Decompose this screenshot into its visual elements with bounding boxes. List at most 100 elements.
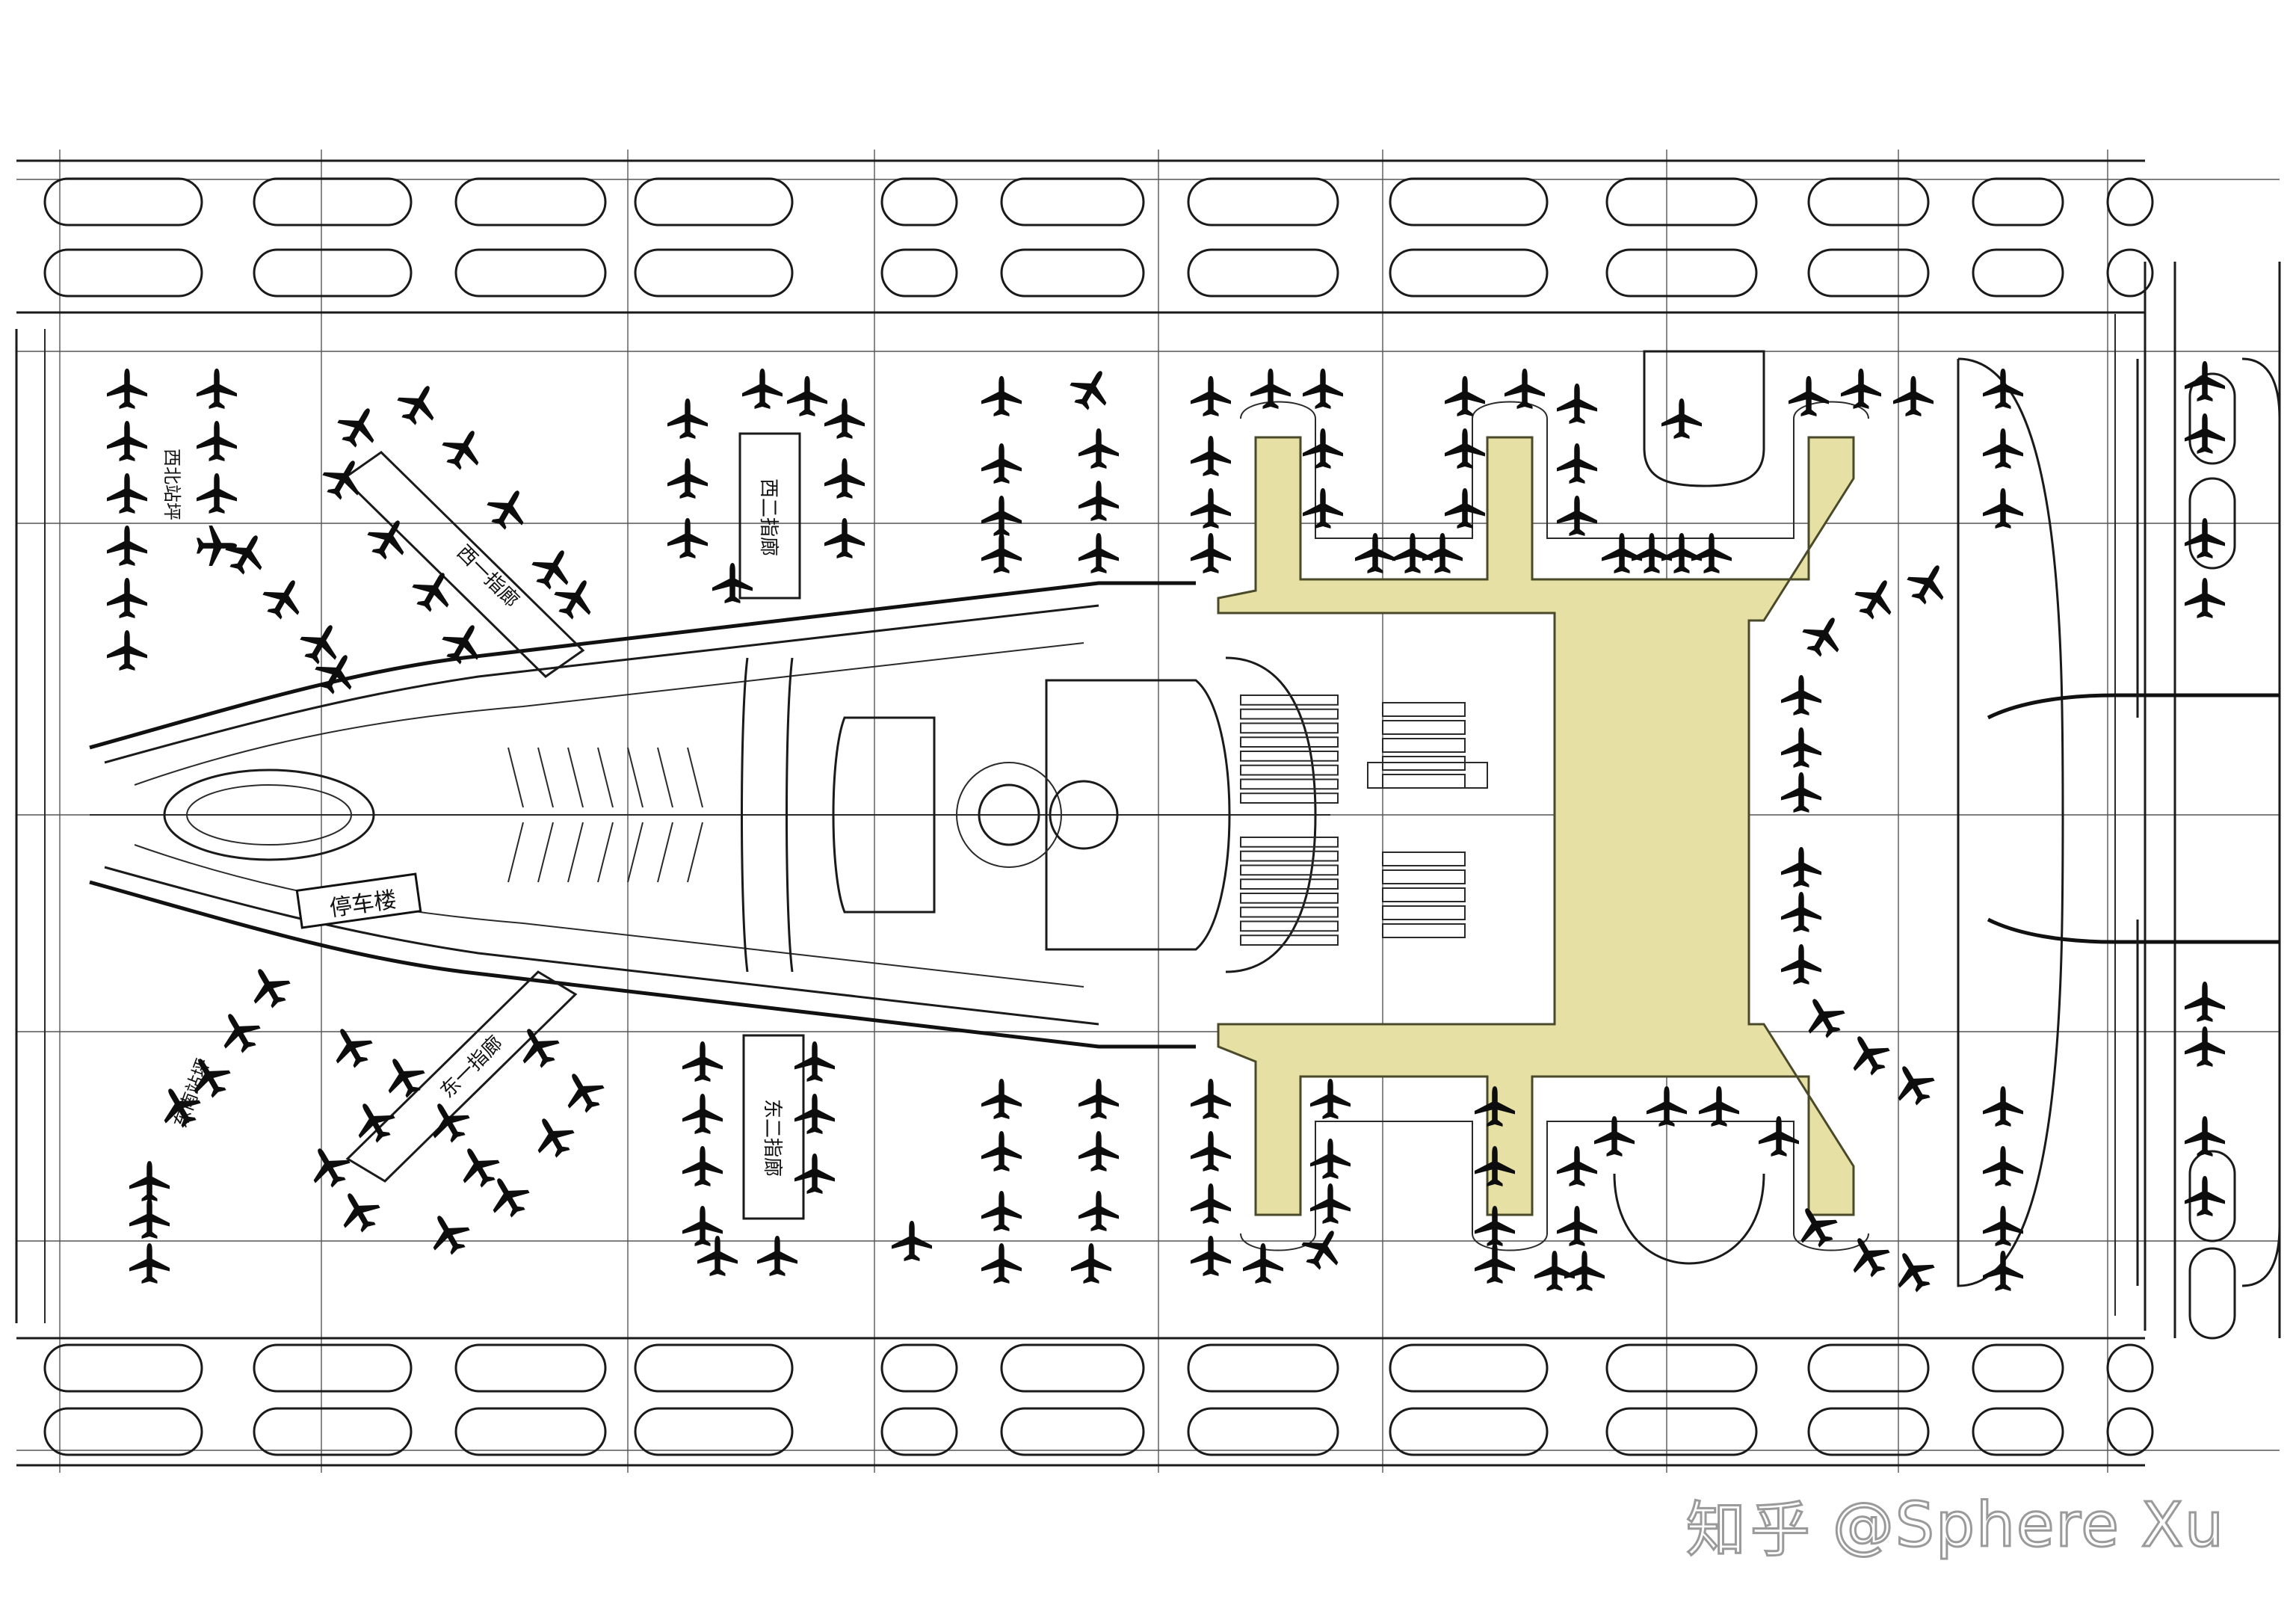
parking-stall — [567, 822, 584, 883]
aircraft — [981, 1131, 1022, 1171]
aircraft — [197, 369, 237, 409]
taxiway-pad — [454, 177, 607, 227]
parking-stall — [507, 747, 524, 808]
aircraft — [682, 1146, 723, 1186]
aircraft — [824, 458, 865, 499]
parking-row — [1240, 736, 1339, 748]
taxiway-pad — [43, 248, 203, 298]
parking-row — [1382, 851, 1466, 866]
parking-row — [1382, 905, 1466, 920]
taxiway-pad — [1972, 177, 2064, 227]
parking-row — [1240, 722, 1339, 734]
aircraft — [1078, 481, 1119, 521]
parking-row — [1382, 869, 1466, 884]
taxiway-pad — [1807, 177, 1930, 227]
aircraft — [981, 1243, 1022, 1284]
taxiway-pad — [2106, 1407, 2154, 1456]
aircraft — [1250, 369, 1291, 409]
parking-row — [1240, 778, 1339, 790]
taxiway-pad — [2188, 1150, 2236, 1242]
aircraft — [757, 1236, 797, 1276]
taxiway-pad — [253, 248, 413, 298]
aircraft — [981, 376, 1022, 416]
aircraft — [197, 526, 237, 566]
aircraft — [1191, 436, 1231, 476]
taxiway-pad — [2188, 477, 2236, 570]
parking-stall — [537, 747, 554, 808]
aircraft — [2185, 1116, 2225, 1157]
parking-stall — [657, 747, 673, 808]
taxiway-pad — [634, 248, 794, 298]
taxiway-pad — [253, 1343, 413, 1393]
aircraft — [1796, 608, 1851, 663]
aircraft — [376, 1049, 431, 1104]
aircraft — [1983, 1146, 2023, 1186]
aircraft — [1557, 443, 1597, 484]
aircraft — [1191, 1079, 1231, 1119]
aircraft — [361, 511, 416, 566]
aircraft — [1841, 1026, 1896, 1082]
aircraft — [1078, 428, 1119, 469]
taxiway-pad — [1605, 1343, 1758, 1393]
aircraft — [481, 481, 536, 536]
aircraft — [324, 1019, 379, 1074]
parking-stall — [687, 822, 703, 883]
aircraft — [1594, 1116, 1635, 1157]
taxiway-pad — [1389, 1407, 1549, 1456]
taxiway-pad — [1972, 248, 2064, 298]
aircraft — [129, 1198, 170, 1239]
aircraft — [301, 1139, 357, 1194]
aircraft — [1191, 1131, 1231, 1171]
taxiway-pad — [634, 1407, 794, 1456]
taxiway-pad — [1807, 248, 1930, 298]
concourse-piers — [342, 350, 2281, 1287]
aircraft — [346, 1094, 401, 1149]
aircraft — [1505, 369, 1545, 409]
aircraft — [1789, 376, 1829, 416]
aircraft — [1557, 1206, 1597, 1246]
aircraft — [1078, 533, 1119, 573]
aircraft-stands — [107, 361, 2225, 1299]
aircraft — [129, 1161, 170, 1201]
aircraft — [1475, 1243, 1515, 1284]
aircraft — [1191, 1183, 1231, 1224]
aircraft — [241, 959, 297, 1014]
aircraft — [2185, 1026, 2225, 1067]
aircraft — [331, 398, 386, 454]
taxiway-pad — [43, 1407, 203, 1456]
perimeter-road — [15, 159, 2281, 1467]
aircraft — [981, 533, 1022, 573]
aircraft — [1691, 533, 1732, 573]
aircraft — [107, 630, 147, 671]
aircraft — [525, 541, 581, 596]
parking-row — [1382, 702, 1466, 717]
aircraft — [421, 1206, 476, 1261]
parking-stall — [627, 747, 644, 808]
taxiway-pad — [43, 177, 203, 227]
aircraft — [1564, 1251, 1605, 1291]
parking-row — [1240, 934, 1339, 946]
aircraft — [1661, 398, 1702, 439]
aircraft — [555, 1064, 611, 1119]
aircraft — [1781, 944, 1821, 985]
aircraft — [451, 1139, 506, 1194]
taxiway-pad — [253, 1407, 413, 1456]
aircraft — [1303, 428, 1343, 469]
taxiway-pad — [1187, 248, 1339, 298]
taxiway-pad — [1000, 248, 1145, 298]
aircraft — [421, 1094, 476, 1149]
taxiway-pad — [1807, 1407, 1930, 1456]
aircraft — [197, 421, 237, 461]
aircraft — [107, 421, 147, 461]
landside-road-wedge — [89, 581, 1330, 1049]
parking-row — [1240, 864, 1339, 876]
aircraft — [1303, 369, 1343, 409]
aircraft — [107, 578, 147, 618]
parking-row — [1240, 708, 1339, 720]
aircraft — [1983, 488, 2023, 529]
taxiway-pad — [634, 1343, 794, 1393]
parking-row — [1240, 906, 1339, 918]
parking-row — [1367, 762, 1488, 789]
label-west-concourse-1: 西一指廊 — [452, 541, 523, 612]
parking-stall — [567, 747, 584, 808]
